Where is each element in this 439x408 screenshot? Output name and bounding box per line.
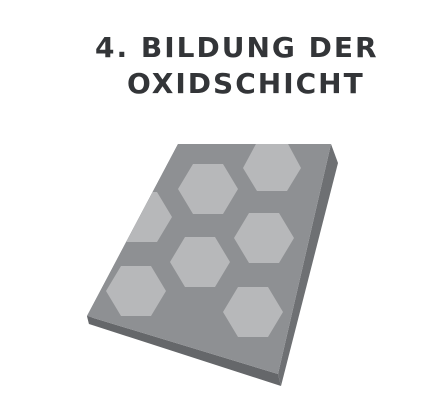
oxide-hexagon bbox=[223, 287, 283, 337]
slab-right-edge bbox=[278, 144, 338, 386]
slab-bottom-edge bbox=[87, 316, 281, 386]
oxide-hexagon bbox=[243, 144, 301, 191]
title-line-2: OXIDSCHICHT bbox=[127, 67, 365, 100]
oxide-hexagon bbox=[234, 213, 294, 263]
oxide-hexagon bbox=[170, 237, 230, 287]
slide-title: 4. BILDUNG DER OXIDSCHICHT bbox=[0, 30, 439, 102]
title-line-1: 4. BILDUNG DER bbox=[95, 31, 379, 64]
oxide-hexagons bbox=[106, 144, 301, 337]
oxide-hexagon bbox=[178, 164, 238, 214]
oxide-hexagon bbox=[106, 266, 166, 316]
